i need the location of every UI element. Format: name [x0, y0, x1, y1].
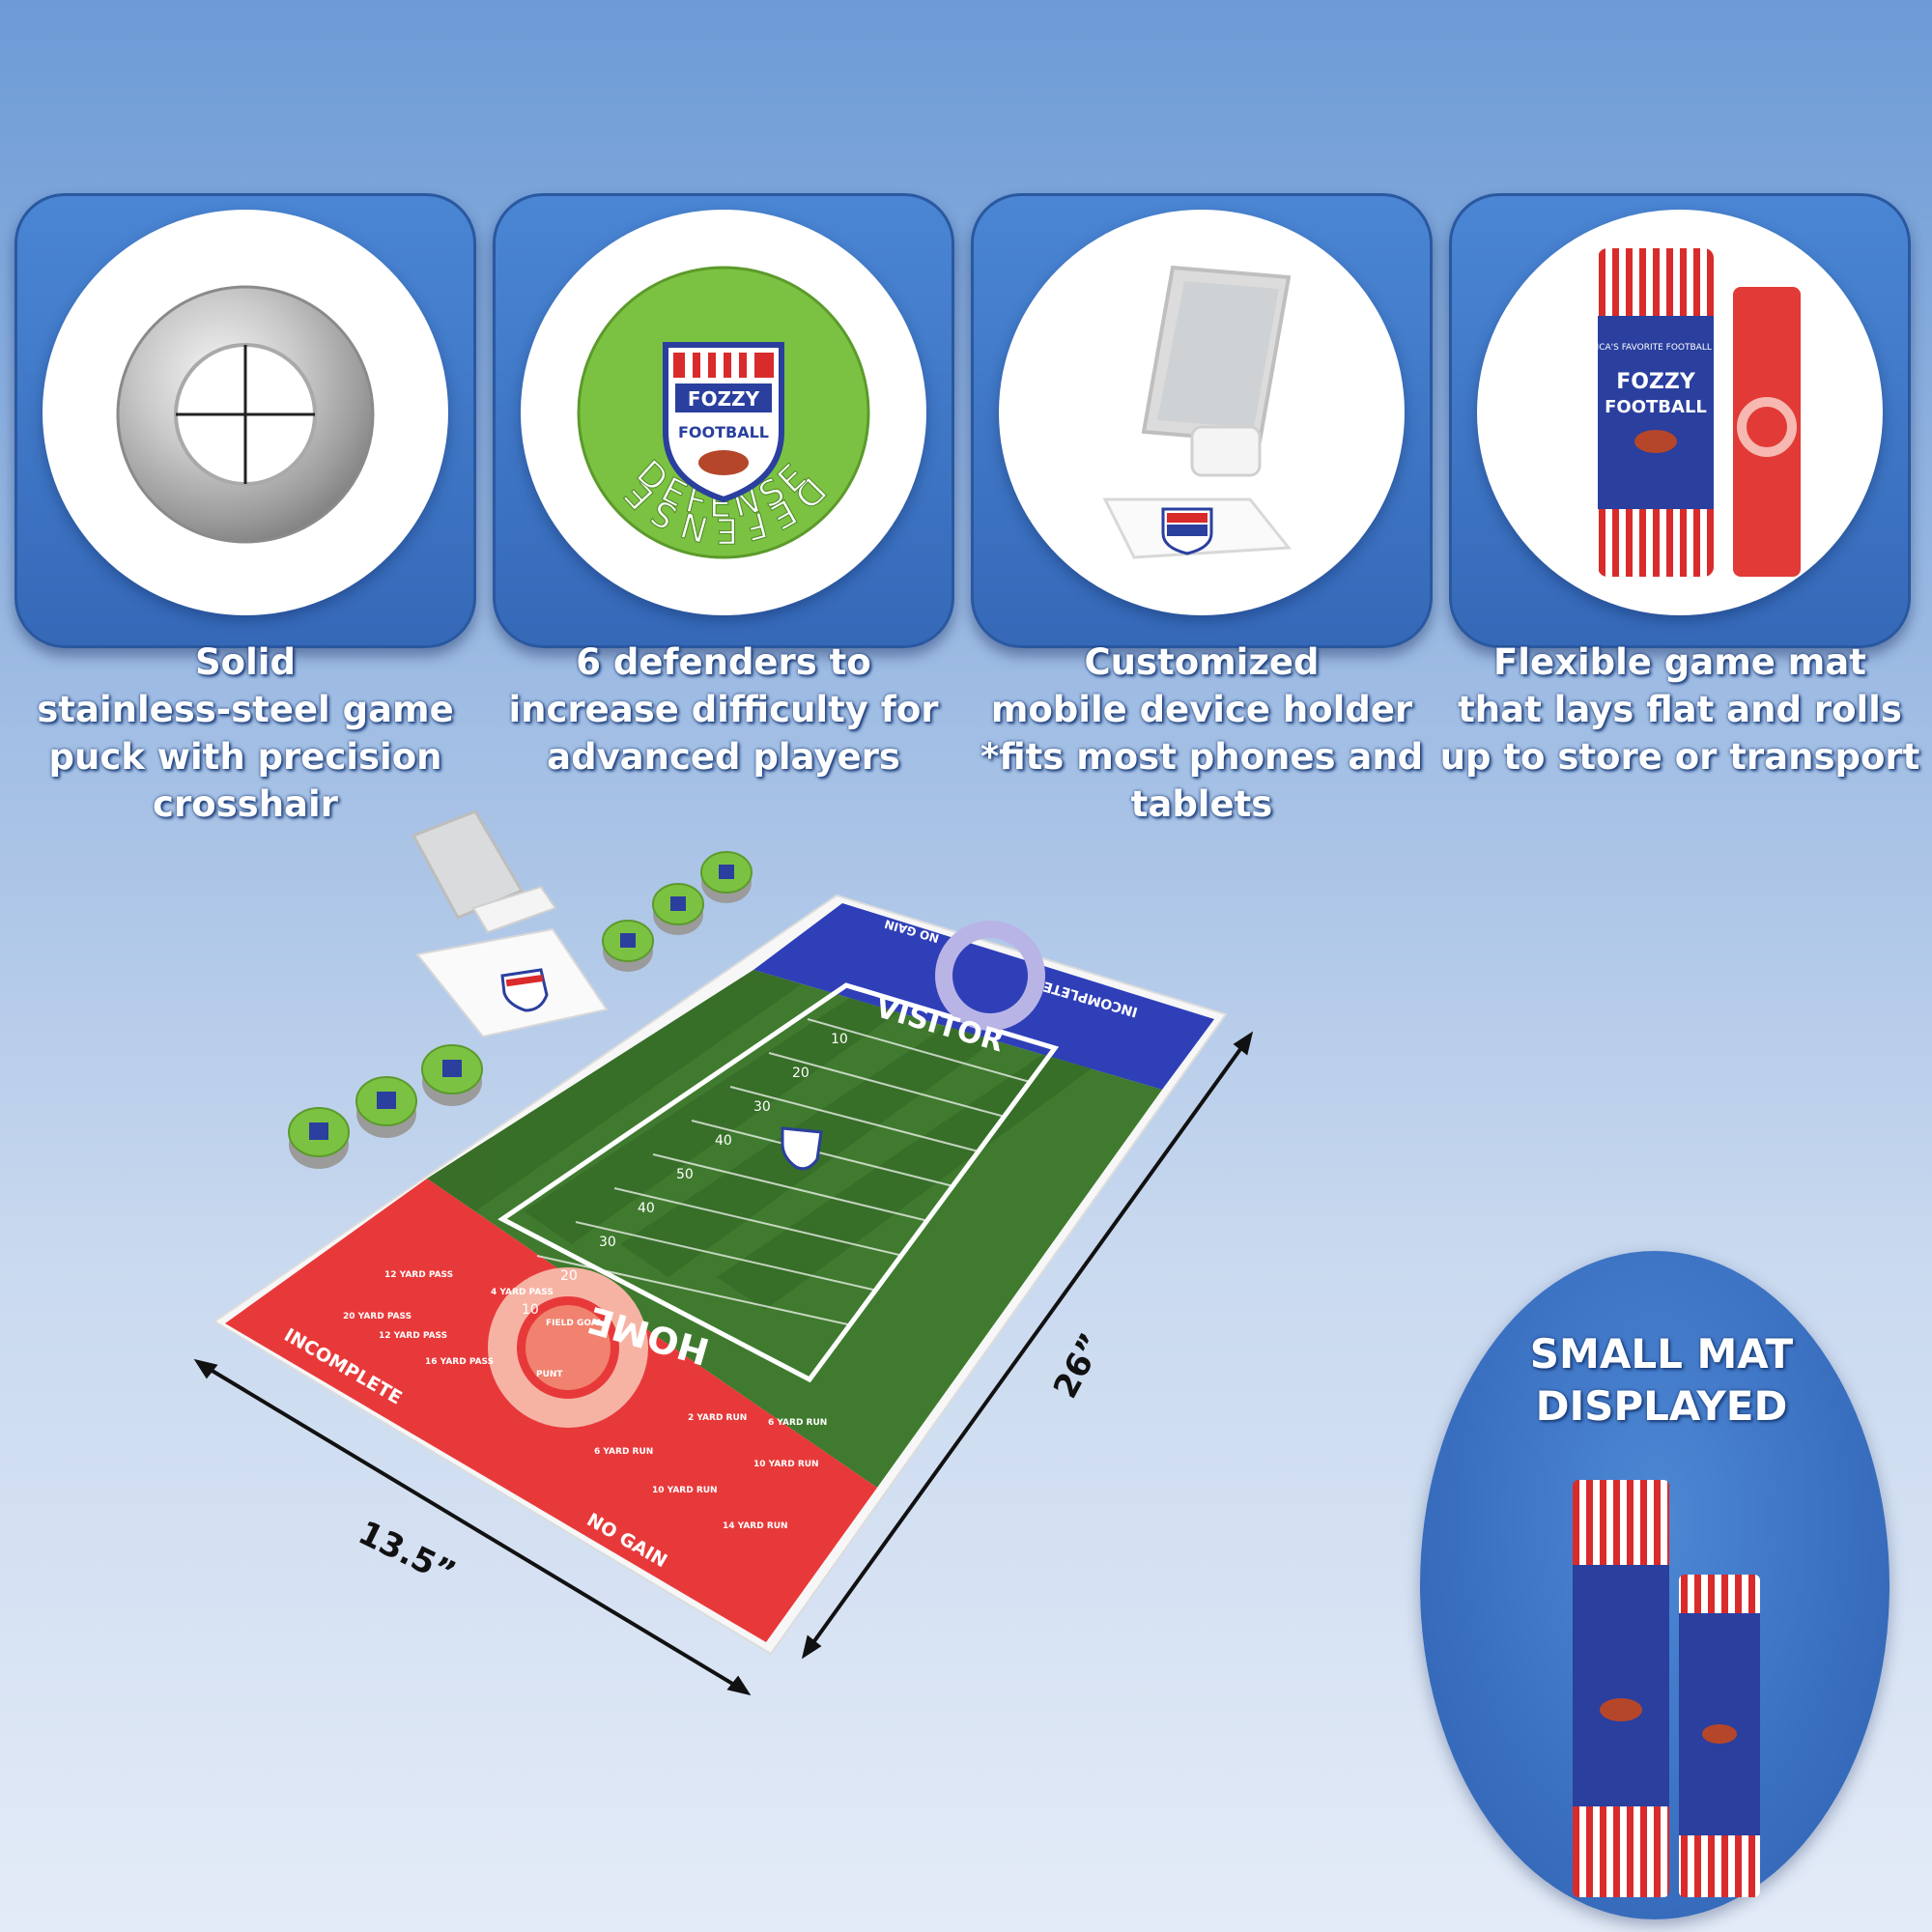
zone-label: 20 YARD PASS — [343, 1312, 412, 1321]
feature-caption-mat: Flexible game mat that lays flat and rol… — [1438, 639, 1921, 781]
feature-card-mat: AMERICA'S FAVORITE FOOTBALL GAME FOZZY F… — [1440, 193, 1919, 778]
home-target — [488, 1267, 648, 1428]
badge-brand-2: FOOTBALL — [678, 423, 769, 441]
feature-caption-defenders: 6 defenders to increase difficulty for a… — [482, 639, 965, 781]
field-turf — [427, 970, 1162, 1488]
feature-card-puck: Solid stainless-steel game puck with pre… — [14, 193, 476, 825]
target-label-fg: FIELD GOAL — [546, 1319, 604, 1328]
callout-line-2: DISPLAYED — [1535, 1382, 1788, 1430]
caption-line: mobile device holder — [990, 689, 1413, 730]
defender-pucks — [288, 851, 753, 1169]
yard-number: 50 — [676, 1167, 694, 1182]
caption-line: increase difficulty for — [508, 689, 939, 730]
yard-numbers: 10 20 30 40 50 40 30 20 10 — [522, 1032, 848, 1318]
defender-puck-icon — [652, 883, 704, 935]
zone-label: 2 YARD RUN — [688, 1413, 747, 1423]
yard-number: 30 — [753, 1099, 771, 1115]
tube-brand-2: FOOTBALL — [1605, 397, 1707, 417]
feature-caption-puck: Solid stainless-steel game puck with pre… — [4, 639, 487, 828]
defender-puck-icon — [288, 1107, 350, 1169]
feature-caption-holder: Customized mobile device holder *fits mo… — [960, 639, 1443, 828]
defender-puck-icon — [602, 920, 654, 972]
phone-holder-icon — [999, 210, 1405, 615]
zone-label: 12 YARD PASS — [379, 1331, 447, 1341]
defender-puck-icon — [421, 1044, 483, 1106]
yard-number: 40 — [715, 1133, 732, 1149]
yard-number: 30 — [599, 1235, 616, 1250]
defender-badge-icon: DEFENSE DEFENSE FOZZY FOOTBALL — [521, 210, 926, 615]
feature-card-defenders: DEFENSE DEFENSE FOZZY FOOTBALL 6 defende… — [493, 193, 954, 778]
steel-puck-icon — [43, 210, 448, 615]
phone-holder — [411, 810, 609, 1038]
caption-line: Customized — [1084, 641, 1320, 683]
caption-line: crosshair — [153, 783, 338, 825]
caption-line: advanced players — [547, 736, 900, 778]
caption-line: puck with precision — [48, 736, 442, 778]
zone-label: 10 YARD RUN — [652, 1486, 718, 1495]
yard-number: 40 — [638, 1201, 655, 1216]
zone-label: 14 YARD RUN — [723, 1521, 788, 1531]
home-zone-labels: 4 YARD PASS 12 YARD PASS 20 YARD PASS 12… — [343, 1270, 827, 1531]
dimension-lines — [193, 1031, 1254, 1696]
yard-number: 20 — [792, 1065, 810, 1081]
caption-line: Solid — [195, 641, 296, 683]
small-mat-callout-text: SMALL MAT DISPLAYED — [1468, 1328, 1855, 1433]
zone-label: 6 YARD RUN — [594, 1447, 653, 1457]
callout-line-1: SMALL MAT — [1529, 1330, 1794, 1378]
zone-label: 16 YARD PASS — [425, 1357, 494, 1367]
yard-number: 20 — [560, 1268, 578, 1284]
feature-card-holder: Customized mobile device holder *fits mo… — [971, 193, 1433, 825]
visitor-target — [935, 921, 1045, 1031]
tube-brand-1: FOZZY — [1616, 370, 1696, 394]
zone-label: 4 YARD PASS — [491, 1288, 554, 1297]
zone-label: 12 YARD PASS — [384, 1270, 453, 1280]
defender-puck-icon — [355, 1076, 417, 1138]
yard-number: 10 — [522, 1302, 539, 1318]
caption-line: *fits most phones and — [980, 736, 1424, 778]
mat-tubes-icon — [1573, 1480, 1760, 1897]
badge-brand-1: FOZZY — [688, 387, 760, 411]
yard-number: 10 — [831, 1032, 848, 1047]
caption-line: that lays flat and rolls — [1458, 689, 1902, 730]
caption-line: tablets — [1130, 783, 1273, 825]
home-target-core — [526, 1305, 611, 1390]
zone-label: 10 YARD RUN — [753, 1460, 819, 1469]
yard-lines — [536, 1018, 1031, 1326]
defender-puck-icon — [700, 851, 753, 903]
tube-tagline: AMERICA'S FAVORITE FOOTBALL GAME — [1572, 343, 1741, 353]
target-label-punt: PUNT — [536, 1370, 563, 1379]
caption-line: stainless-steel game — [37, 689, 454, 730]
caption-line: up to store or transport — [1439, 736, 1920, 778]
caption-line: Flexible game mat — [1493, 641, 1866, 683]
field-logo — [781, 1126, 823, 1171]
caption-line: 6 defenders to — [576, 641, 871, 683]
zone-label: 6 YARD RUN — [768, 1418, 827, 1428]
visitor-zone — [753, 903, 1214, 1090]
mat-tube-icon: AMERICA'S FAVORITE FOOTBALL GAME FOZZY F… — [1477, 210, 1883, 615]
